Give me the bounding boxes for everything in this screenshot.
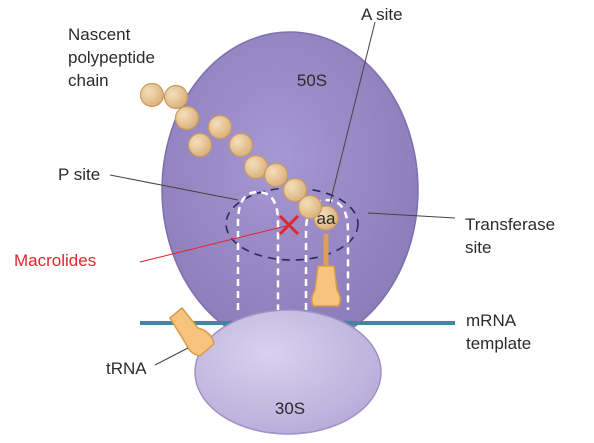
macrolide-block-icon bbox=[278, 214, 300, 236]
polypeptide-bead bbox=[163, 84, 189, 110]
polypeptide-bead bbox=[228, 132, 254, 158]
polypeptide-bead bbox=[207, 114, 233, 140]
p-site-leader bbox=[109, 174, 239, 201]
transferase-leader bbox=[367, 212, 456, 219]
transferase-label-line2: site bbox=[465, 238, 491, 257]
mrna-label-line2: template bbox=[466, 334, 531, 353]
a-site-leader bbox=[329, 21, 376, 204]
p-site-label: P site bbox=[58, 165, 100, 184]
small-subunit-30s bbox=[194, 309, 382, 435]
nascent-chain-label-line1: Nascent bbox=[68, 25, 131, 44]
polypeptide-bead bbox=[263, 162, 289, 188]
small-subunit-label: 30S bbox=[275, 399, 305, 418]
a-site-trna bbox=[311, 265, 341, 307]
large-subunit-label: 50S bbox=[297, 71, 327, 90]
mrna-label-line1: mRNA bbox=[466, 311, 517, 330]
polypeptide-chain bbox=[139, 82, 323, 220]
nascent-chain-label-line3: chain bbox=[68, 71, 109, 90]
a-site-label: A site bbox=[361, 5, 403, 24]
leader-lines bbox=[109, 21, 456, 366]
trna-label: tRNA bbox=[106, 359, 147, 378]
macrolides-label: Macrolides bbox=[14, 251, 96, 270]
polypeptide-bead bbox=[282, 177, 308, 203]
polypeptide-bead bbox=[139, 82, 165, 108]
transferase-label-line1: Transferase bbox=[465, 215, 555, 234]
free-trna bbox=[169, 306, 215, 357]
macrolides-leader bbox=[139, 225, 287, 263]
nascent-chain-label-line2: polypeptide bbox=[68, 48, 155, 67]
trna-leader bbox=[154, 347, 189, 366]
polypeptide-bead bbox=[297, 194, 323, 220]
polypeptide-bead bbox=[187, 132, 213, 158]
polypeptide-bead bbox=[174, 105, 200, 131]
amino-acid-label: aa bbox=[317, 209, 336, 228]
p-site-trna-outline bbox=[236, 190, 280, 310]
a-site-trna-outline bbox=[304, 198, 350, 310]
